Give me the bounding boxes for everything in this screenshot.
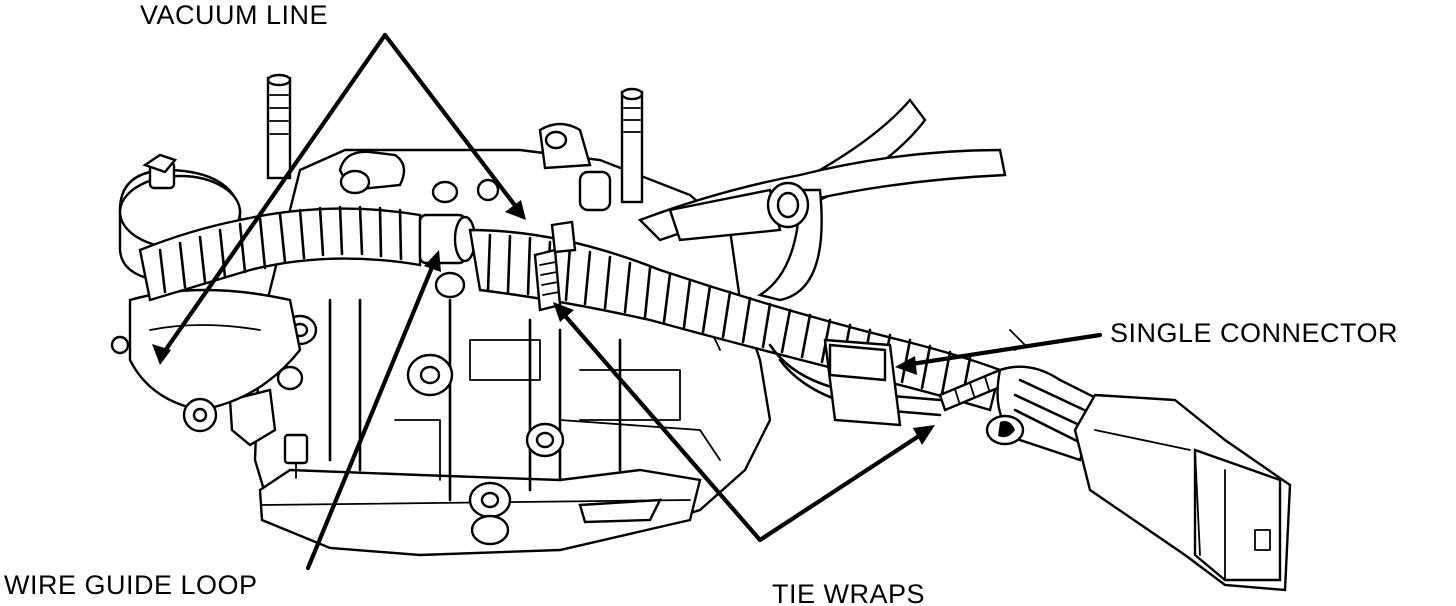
- vacuum-fitting: [182, 397, 218, 433]
- body-port-lower-left: [468, 481, 512, 519]
- leader-lines: [152, 32, 1103, 571]
- mounting-stud-left: [266, 73, 292, 180]
- single-connector-label: SINGLE CONNECTOR: [1110, 318, 1398, 348]
- vacuum-line-leader-right: [382, 32, 523, 215]
- wire-guide-loop-leader: [305, 257, 438, 571]
- tie-wraps-label: TIE WRAPS: [772, 579, 925, 606]
- vacuum-line-label: VACUUM LINE: [140, 0, 328, 30]
- connector-bracket: [823, 329, 1026, 427]
- tie-wraps-leader-left: [557, 307, 763, 543]
- single-connector-leader: [902, 332, 1103, 368]
- body-port-bottom: [470, 514, 510, 546]
- mounting-stud-right: [620, 87, 644, 204]
- tie-wraps-leader-right: [757, 429, 928, 543]
- vacuum-line-leader-left: [157, 32, 388, 361]
- fuel-hose: [637, 98, 1007, 302]
- single-connector: [985, 365, 1292, 592]
- body-port-lower-center: [525, 422, 565, 458]
- wire-guide-loop-label: WIRE GUIDE LOOP: [4, 570, 258, 600]
- body-port-center: [406, 353, 454, 397]
